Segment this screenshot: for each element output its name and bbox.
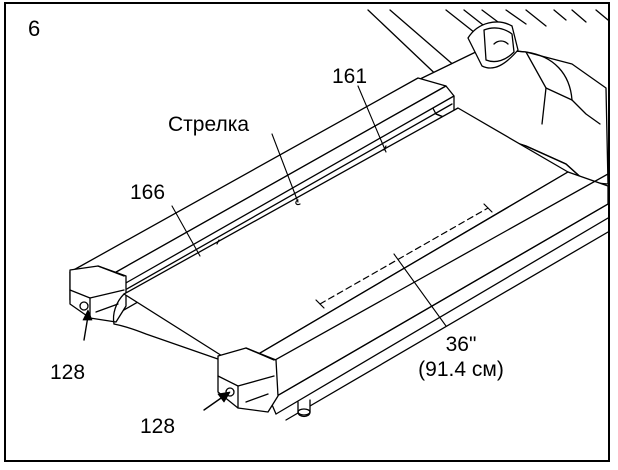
callout-166: 166 (130, 181, 166, 204)
right-end-cap (217, 347, 279, 413)
measurement-label-cm: (91.4 см) (418, 358, 504, 381)
callout-128-left: 128 (50, 361, 86, 384)
treadmill-deck-drawing (69, 9, 608, 421)
leader-lines (171, 85, 447, 327)
callout-161: 161 (332, 65, 368, 88)
hardware-arrows (82, 309, 231, 411)
leveling-foot (297, 399, 311, 418)
measurement-label-inches: 36" (445, 333, 477, 356)
callout-arrow-label: Стрелка (168, 113, 250, 136)
step-number: 6 (28, 16, 41, 41)
measurement-36in (315, 203, 493, 309)
callout-128-right: 128 (140, 415, 176, 438)
left-end-cap (69, 265, 127, 323)
upright-cap (467, 21, 519, 69)
figure-frame: 6 161 Стрелка 166 128 128 36" (91.4 см) (4, 2, 610, 462)
